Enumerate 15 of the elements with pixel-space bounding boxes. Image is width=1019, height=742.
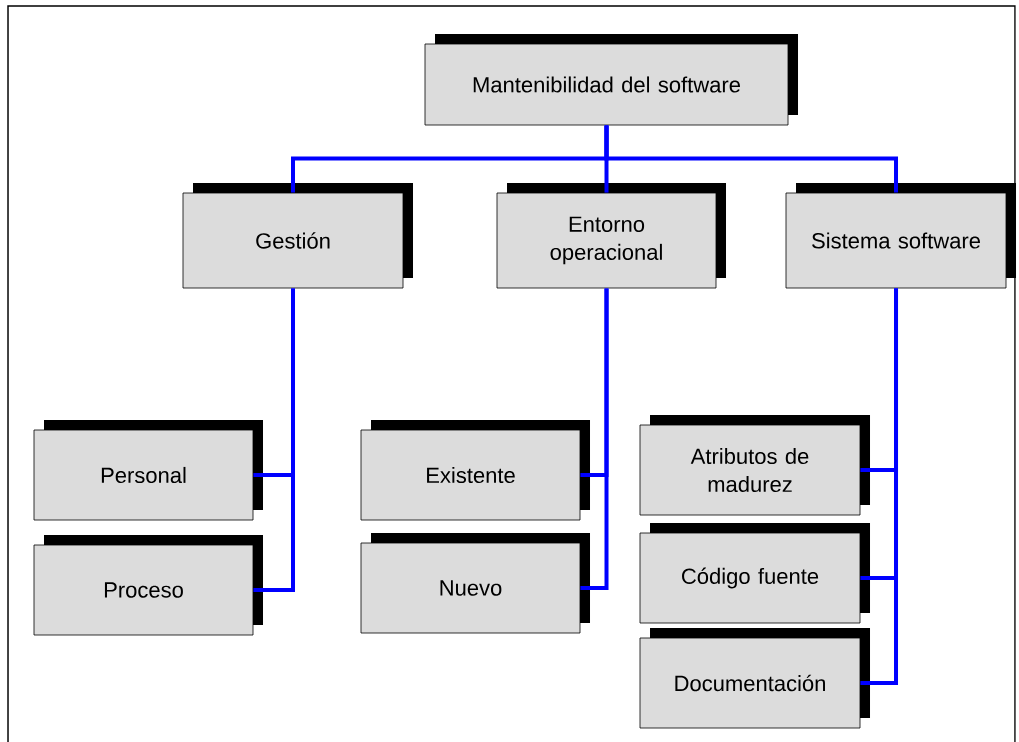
connector [253, 288, 295, 592]
shadowed-box: Atributos de madurez [639, 415, 870, 516]
shadowed-box: Mantenibilidad del software [424, 34, 798, 126]
shadowed-box: Gestión [182, 183, 413, 289]
shadowed-box: Sistema software [785, 183, 1016, 289]
shadowed-box: Entorno operacional [496, 183, 726, 289]
shadowed-box: Proceso [33, 535, 263, 636]
connector [580, 288, 609, 590]
shadowed-box: Código fuente [639, 523, 870, 624]
shadowed-box: Documentación [639, 628, 870, 729]
shadowed-box: Personal [33, 420, 263, 521]
connector [860, 288, 898, 685]
shadowed-box: Existente [360, 420, 590, 521]
connector [604, 125, 898, 193]
shadowed-box: Nuevo [360, 533, 590, 634]
